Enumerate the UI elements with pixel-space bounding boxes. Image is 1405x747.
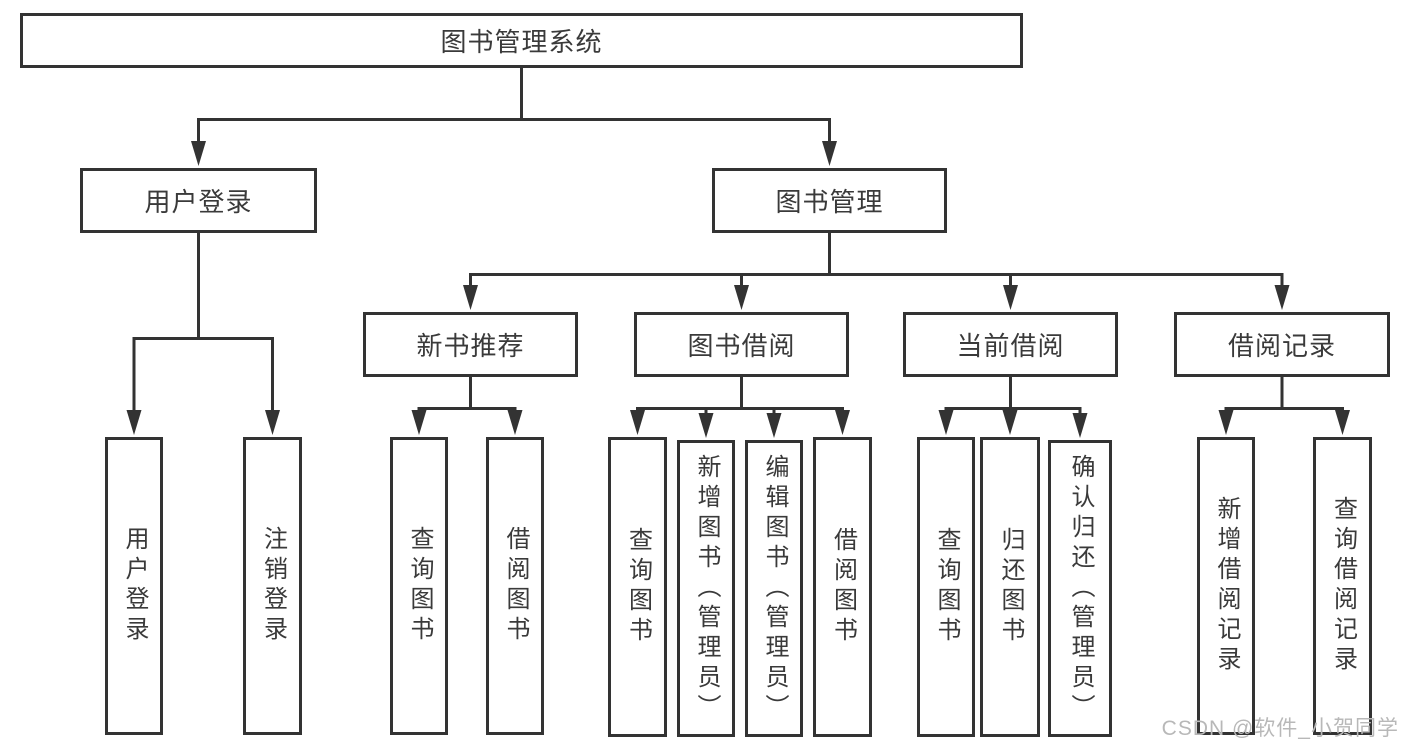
node-leaf-query-books-3: 查询图书 [917, 437, 975, 737]
node-book-borrow: 图书借阅 [634, 312, 849, 377]
node-leaf-query-books-2: 查询图书 [608, 437, 667, 737]
node-leaf-query-borrow-record: 查询借阅记录 [1313, 437, 1372, 735]
watermark: CSDN @软件_小贺同学 [1161, 717, 1399, 740]
node-borrow-records: 借阅记录 [1174, 312, 1390, 377]
node-leaf-return-books: 归还图书 [980, 437, 1040, 737]
node-leaf-edit-books-admin-label: 编辑图书（管理员） [761, 453, 788, 724]
node-new-books-label: 新书推荐 [416, 331, 525, 361]
node-leaf-borrow-books-1: 借阅图书 [486, 437, 544, 735]
node-leaf-logout-label: 注销登录 [259, 526, 287, 646]
node-new-books: 新书推荐 [363, 312, 578, 377]
node-root-label: 图书管理系统 [440, 27, 603, 57]
node-current-borrow-label: 当前借阅 [956, 331, 1065, 361]
node-leaf-query-books-1-label: 查询图书 [406, 526, 433, 646]
node-leaf-query-borrow-record-label: 查询借阅记录 [1329, 496, 1357, 676]
node-leaf-confirm-return-admin: 确认归还（管理员） [1048, 440, 1112, 737]
node-current-borrow: 当前借阅 [903, 312, 1118, 377]
node-user-login-label: 用户登录 [144, 187, 253, 217]
node-book-mgmt: 图书管理 [712, 168, 947, 233]
node-leaf-logout: 注销登录 [243, 437, 302, 735]
node-leaf-confirm-return-admin-label: 确认归还（管理员） [1067, 453, 1094, 724]
node-book-borrow-label: 图书借阅 [687, 331, 796, 361]
node-book-mgmt-label: 图书管理 [775, 187, 884, 217]
node-leaf-add-borrow-record: 新增借阅记录 [1197, 437, 1255, 735]
node-leaf-return-books-label: 归还图书 [997, 527, 1024, 647]
node-leaf-edit-books-admin: 编辑图书（管理员） [745, 440, 803, 737]
node-leaf-add-books-admin-label: 新增图书（管理员） [693, 453, 720, 724]
node-leaf-query-books-3-label: 查询图书 [933, 527, 960, 647]
node-leaf-add-books-admin: 新增图书（管理员） [677, 440, 735, 737]
node-leaf-query-books-2-label: 查询图书 [624, 527, 652, 647]
node-leaf-user-login-label: 用户登录 [121, 526, 148, 646]
node-borrow-records-label: 借阅记录 [1227, 331, 1336, 361]
node-leaf-borrow-books-2-label: 借阅图书 [829, 527, 857, 647]
node-leaf-borrow-books-1-label: 借阅图书 [502, 526, 529, 646]
node-leaf-borrow-books-2: 借阅图书 [813, 437, 872, 737]
node-root: 图书管理系统 [20, 13, 1023, 68]
node-user-login: 用户登录 [80, 168, 317, 233]
node-leaf-add-borrow-record-label: 新增借阅记录 [1213, 496, 1240, 676]
node-leaf-query-books-1: 查询图书 [390, 437, 448, 735]
node-leaf-user-login: 用户登录 [105, 437, 163, 735]
